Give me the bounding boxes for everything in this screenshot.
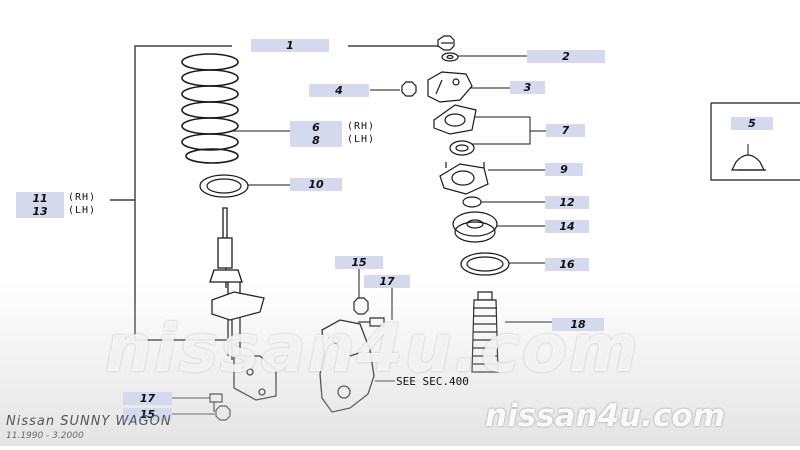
part-tag-12[interactable]: 12 [545,196,589,209]
thrust-ring [462,196,482,208]
mount-cap [427,71,473,103]
part-tag-11[interactable]: 11 [16,192,64,205]
part-tag-17-lower[interactable]: 17 [123,392,172,405]
part-tag-15-upper[interactable]: 15 [335,256,383,269]
part-tag-2[interactable]: 2 [527,50,605,63]
coil-spring [181,53,239,164]
part-tag-1[interactable]: 1 [251,39,329,52]
part-tag-17-upper[interactable]: 17 [364,275,410,288]
strut-mount-insulator [439,162,489,195]
part-tag-4[interactable]: 4 [309,84,369,97]
part-tag-7[interactable]: 7 [546,124,585,137]
side-label-lh-13: (LH) [68,205,97,216]
part-tag-16[interactable]: 16 [545,258,589,271]
upper-bolt [358,317,385,327]
bumper-ring [460,252,510,276]
small-nut [401,81,417,97]
side-label-lh-8: (LH) [347,134,376,145]
part-tag-5[interactable]: 5 [731,117,773,130]
part-tag-9[interactable]: 9 [545,163,583,176]
part-tag-13[interactable]: 13 [16,205,64,218]
strut-mount-upper [433,104,477,156]
washer [441,52,459,62]
part-tag-10[interactable]: 10 [290,178,342,191]
part-tag-15-lower[interactable]: 15 [123,408,172,421]
upper-nut [353,297,369,315]
steering-knuckle [319,319,375,413]
inset-box [710,102,800,181]
part-tag-14[interactable]: 14 [545,220,589,233]
part-tag-6[interactable]: 6 [290,121,342,134]
lower-nut [215,405,231,421]
part-tag-3[interactable]: 3 [510,81,545,94]
side-label-rh-11: (RH) [68,192,97,203]
part-tag-8[interactable]: 8 [290,134,342,147]
top-nut [437,35,455,51]
part-tag-18[interactable]: 18 [552,318,604,331]
vehicle-years: 11.1990 - 3.2000 [6,431,84,441]
strut-assembly [209,207,277,401]
bearing-seat [452,211,498,243]
dust-boot [471,291,499,373]
side-label-rh-6: (RH) [347,121,376,132]
spring-seat [199,174,249,198]
section-reference-note: SEE SEC.400 [396,375,469,388]
vehicle-model: Nissan SUNNY WAGON [6,414,172,429]
